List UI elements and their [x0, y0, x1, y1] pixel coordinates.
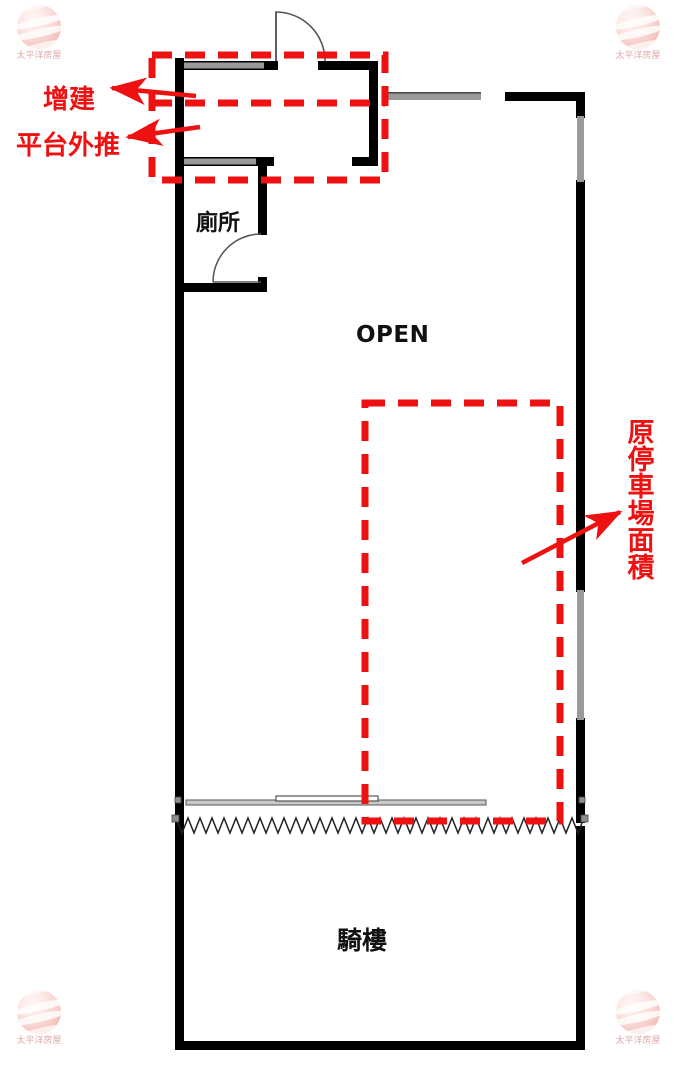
- front-accordion-door: [171, 796, 589, 836]
- watermark-bottom-right: 太平洋房屋: [607, 990, 669, 1047]
- east-wall-windows: [577, 116, 584, 720]
- toilet-door-arc: [212, 233, 262, 283]
- wall-upper-room-north-right: [322, 61, 378, 70]
- room-label-open: OPEN: [356, 322, 430, 348]
- pacific-housing-logo-icon: [17, 990, 61, 1034]
- sliding-door-panel-front: [275, 795, 379, 802]
- wall-east-upper: [576, 92, 585, 118]
- wall-upper-room-east: [369, 61, 378, 166]
- dashed-region-parking-outline: [361, 399, 564, 825]
- jamb-top-door-left: [271, 61, 278, 70]
- watermark-top-right: 太平洋房屋: [607, 5, 669, 62]
- pacific-housing-logo-icon: [616, 5, 660, 49]
- wall-upper-room-south: [178, 157, 274, 166]
- sliding-door-end-cap-left: [174, 796, 182, 804]
- window-east-wall-upper: [577, 116, 584, 182]
- upper-room-walls: [178, 61, 378, 166]
- window-top-room-south: [184, 158, 256, 165]
- wall-east-arcade: [576, 826, 585, 1046]
- arrow-original-parking-area: [520, 509, 623, 566]
- wall-east-middle: [576, 180, 585, 592]
- wall-upper-room-east-return: [352, 157, 378, 166]
- accordion-end-cap-left: [171, 814, 180, 823]
- sliding-door-panel-rear: [185, 799, 487, 806]
- watermark-text: 太平洋房屋: [615, 1036, 661, 1046]
- wall-upper-room-north-left: [178, 61, 274, 70]
- front-sliding-door: [185, 795, 487, 806]
- window-top-room-north: [184, 62, 264, 69]
- wall-west-outer: [175, 58, 184, 1050]
- top-entry-door: [275, 11, 326, 62]
- pacific-housing-logo-icon: [17, 5, 61, 49]
- annotation-label-original-parking-area: 原停車場面積: [622, 418, 654, 580]
- arrow-extension: [109, 77, 197, 105]
- room-label-toilet: 廁所: [196, 211, 241, 236]
- annotation-label-extension: 增建: [43, 85, 96, 115]
- sliding-door-end-cap-right: [578, 796, 586, 804]
- wall-toilet-east: [258, 166, 267, 234]
- room-label-arcade: 騎樓: [337, 926, 388, 955]
- top-entry-door-arc: [275, 11, 326, 62]
- window-north-wall-right: [386, 93, 481, 100]
- wall-north-right: [505, 92, 585, 101]
- accordion-zigzag: [175, 815, 585, 836]
- wall-south-outer: [175, 1041, 585, 1050]
- jamb-top-door-right: [318, 61, 325, 70]
- window-east-wall-lower: [577, 590, 584, 720]
- accordion-end-cap-right: [580, 814, 589, 823]
- window-north-wall-right-frame: [386, 92, 481, 94]
- watermark-top-left: 太平洋房屋: [8, 5, 70, 62]
- watermark-text: 太平洋房屋: [16, 51, 62, 61]
- watermark-bottom-left: 太平洋房屋: [8, 990, 70, 1047]
- parking-outline-rect: [361, 399, 564, 825]
- wall-east-lower: [576, 718, 585, 823]
- pacific-housing-logo-icon: [616, 990, 660, 1034]
- extension-outline-rect: [148, 51, 389, 184]
- dashed-region-extension-outline: [148, 51, 389, 184]
- watermark-text: 太平洋房屋: [615, 51, 661, 61]
- arrow-balcony-push-out: [125, 118, 201, 146]
- jamb-toilet-door-top: [258, 228, 267, 235]
- watermark-text: 太平洋房屋: [16, 1036, 62, 1046]
- wall-toilet-south: [178, 283, 267, 292]
- north-wall-window-group: [386, 92, 481, 100]
- jamb-toilet-door-bottom: [258, 277, 267, 285]
- annotation-label-balcony-push-out: 平台外推: [16, 131, 121, 161]
